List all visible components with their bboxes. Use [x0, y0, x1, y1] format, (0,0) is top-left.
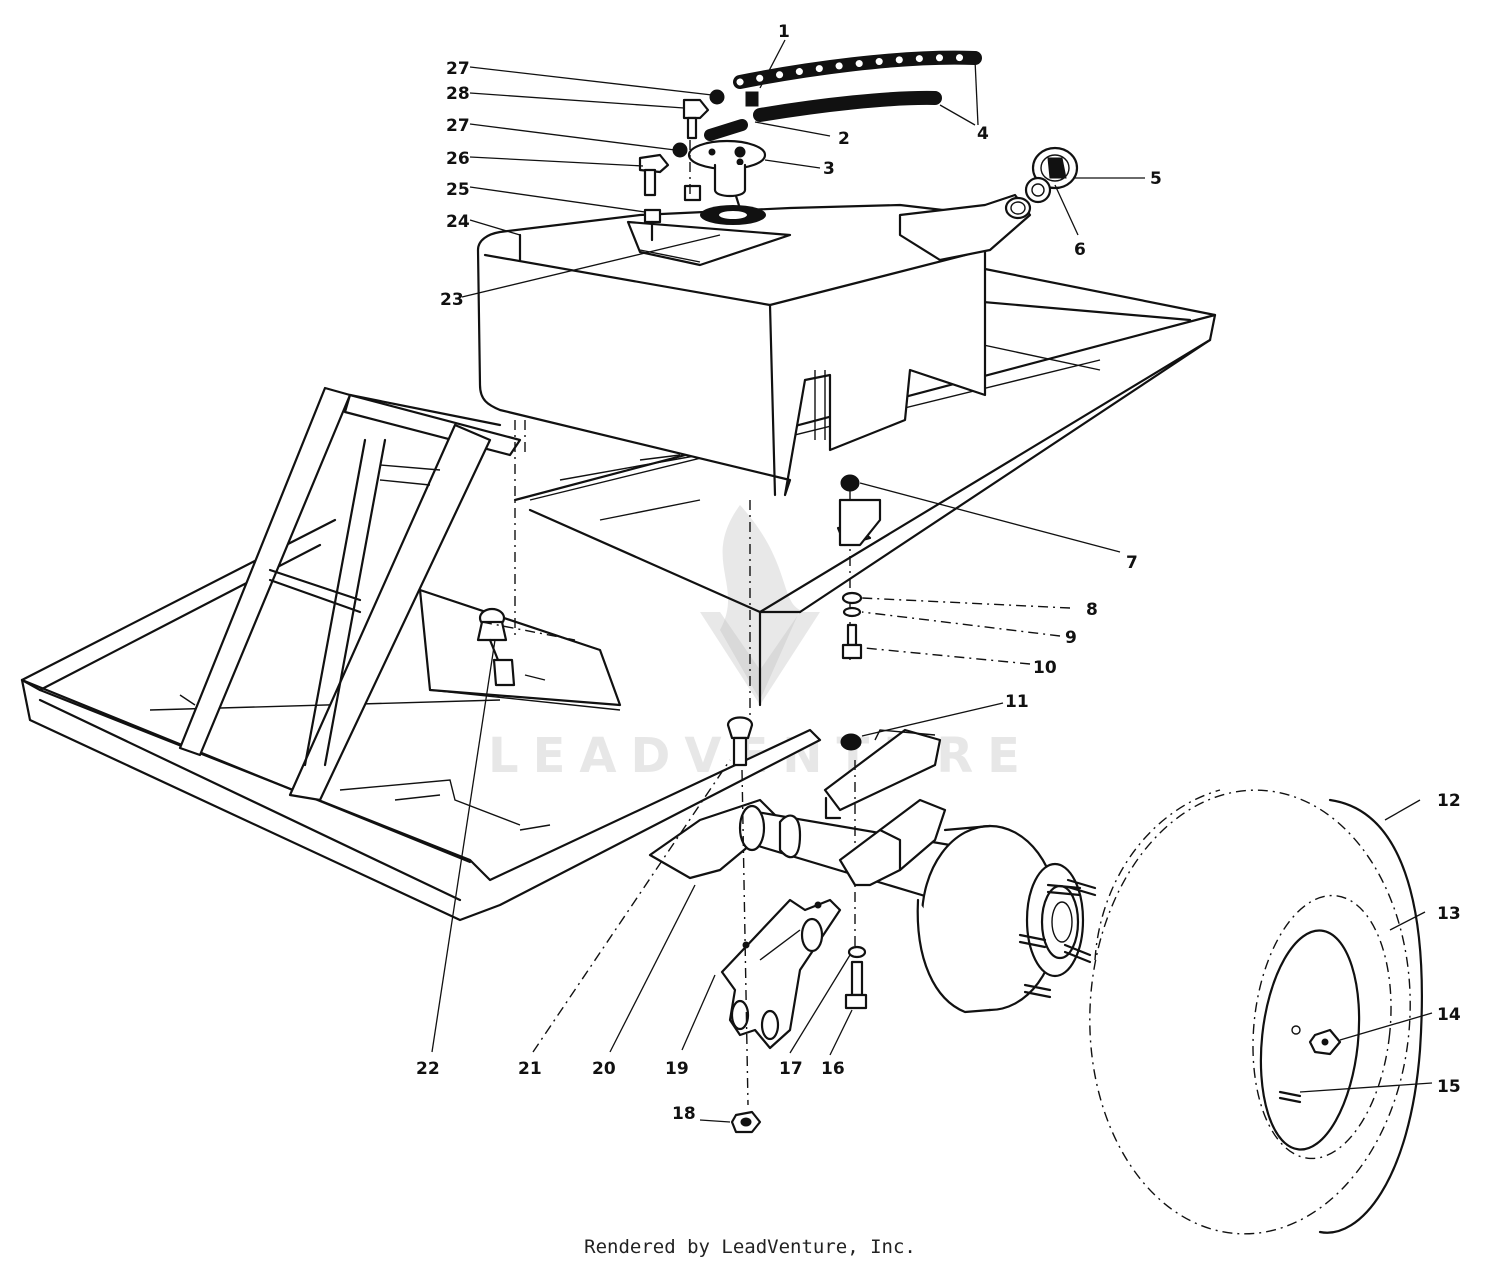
seat-support — [178, 386, 522, 802]
callout-4: 4 — [977, 124, 989, 144]
wheel-assembly — [1089, 789, 1423, 1235]
frame — [20, 266, 1217, 922]
fuel-fittings — [638, 50, 1079, 242]
callout-28: 28 — [446, 84, 470, 104]
callout-10: 10 — [1033, 658, 1057, 678]
callout-9: 9 — [1065, 628, 1077, 648]
callout-6: 6 — [1074, 240, 1086, 260]
callout-26: 26 — [446, 149, 470, 169]
callout-7: 7 — [1126, 553, 1138, 573]
callout-18: 18 — [672, 1104, 696, 1124]
callout-2: 2 — [838, 129, 850, 149]
callout-5: 5 — [1150, 169, 1162, 189]
watermark-logo — [700, 505, 820, 705]
callout-8: 8 — [1086, 600, 1098, 620]
seat-switch — [476, 607, 576, 687]
leader-lines — [431, 39, 1433, 1123]
callout-27a: 27 — [446, 59, 470, 79]
callout-15: 15 — [1437, 1077, 1461, 1097]
callout-13: 13 — [1437, 904, 1461, 924]
callout-22: 22 — [416, 1059, 440, 1079]
callout-14: 14 — [1437, 1005, 1461, 1025]
tank-mount-hardware — [836, 474, 882, 660]
callout-20: 20 — [592, 1059, 616, 1079]
callout-25: 25 — [446, 180, 470, 200]
callout-11: 11 — [1005, 692, 1029, 712]
callout-17: 17 — [779, 1059, 803, 1079]
axle-assembly — [648, 716, 1097, 1134]
credit-footer: Rendered by LeadVenture, Inc. — [584, 1236, 916, 1258]
callout-16: 16 — [821, 1059, 845, 1079]
callout-24: 24 — [446, 212, 470, 232]
fuel-tank — [476, 193, 1032, 720]
callout-19: 19 — [665, 1059, 689, 1079]
callout-23: 23 — [440, 290, 464, 310]
callout-labels: 1 2 3 4 5 6 7 8 9 10 11 12 13 14 15 16 1… — [416, 22, 1461, 1124]
callout-3: 3 — [823, 159, 835, 179]
callout-12: 12 — [1437, 791, 1461, 811]
callout-21: 21 — [518, 1059, 542, 1079]
callout-27b: 27 — [446, 116, 470, 136]
callout-1: 1 — [778, 22, 790, 42]
